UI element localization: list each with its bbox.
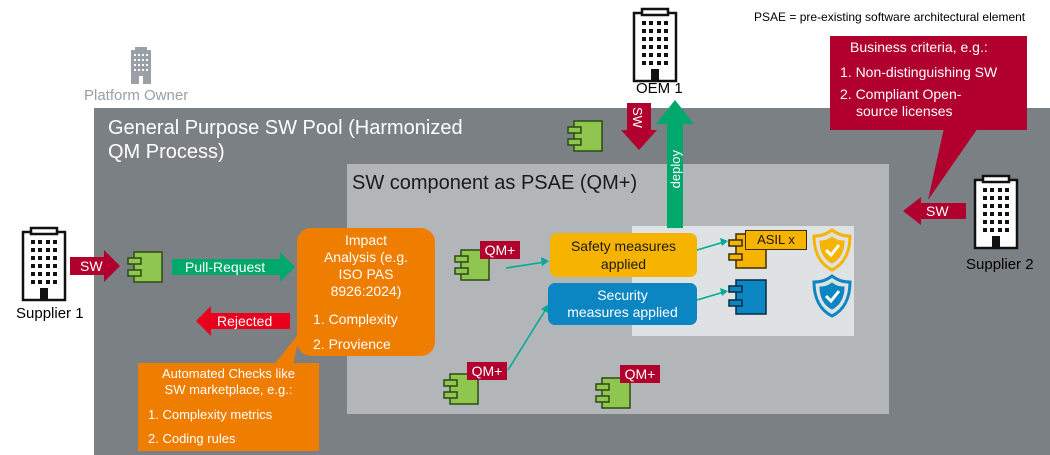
- impact-line2: Analysis (e.g.: [323, 249, 409, 265]
- business-item-2b: source licenses: [856, 103, 953, 119]
- impact-line3: ISO PAS: [338, 266, 394, 282]
- security-line2: measures applied: [567, 304, 678, 320]
- sw-oem-arrow: [621, 103, 657, 150]
- safety-line2: applied: [600, 256, 647, 272]
- auto-item-2: 2. Coding rules: [148, 431, 236, 446]
- automated-checks-box: Automated Checks like SW marketplace, e.…: [138, 363, 319, 451]
- pull-request-label: Pull-Request: [185, 259, 266, 275]
- legend-text: PSAE = pre-existing software architectur…: [754, 10, 1026, 24]
- impact-line4: 8926:2024): [330, 283, 402, 299]
- security-line1: Security: [597, 287, 648, 303]
- security-measures-box: Security measures applied: [548, 283, 697, 325]
- rejected-arrow: [196, 306, 290, 336]
- auto-item-1: 1. Complexity metrics: [148, 407, 273, 422]
- sw-supplier2-label: SW: [926, 203, 949, 219]
- platform-owner-label: Platform Owner: [84, 87, 189, 104]
- supplier-component-icon: [127, 251, 163, 283]
- impact-line1: Impact: [344, 232, 387, 248]
- security-component-icon: [728, 279, 767, 315]
- auto-line2: SW marketplace, e.g.:: [164, 382, 293, 397]
- business-item-2a: 2. Compliant Open-: [840, 86, 962, 102]
- supplier1-building-icon: [21, 226, 67, 302]
- supplier2-building-icon: [973, 174, 1019, 250]
- qm-tag-2: QM+: [467, 362, 507, 380]
- safety-measures-box: Safety measures applied: [550, 233, 697, 277]
- psae-title: SW component as PSAE (QM+): [352, 172, 638, 194]
- supplier2-label: Supplier 2: [966, 256, 1034, 273]
- sw-in-label: SW: [80, 258, 103, 274]
- qm-tag-3: QM+: [620, 365, 660, 383]
- oem-component-icon: [567, 120, 603, 152]
- safety-line1: Safety measures: [570, 238, 677, 254]
- auto-line1: Automated Checks like: [162, 366, 295, 381]
- pool-title-line1: General Purpose SW Pool (Harmonized: [108, 117, 463, 139]
- business-item-1: 1. Non-distinguishing SW: [840, 64, 998, 80]
- impact-item-2: 2. Provience: [313, 336, 391, 352]
- pull-request-arrow: [172, 252, 295, 282]
- impact-analysis-box: Impact Analysis (e.g. ISO PAS 8926:2024)…: [297, 228, 435, 356]
- pool-title-line2: QM Process): [108, 141, 225, 163]
- sw-supplier2-arrow: [903, 197, 966, 225]
- platform-owner-building-icon: [131, 47, 151, 84]
- qm-tag-1: QM+: [480, 241, 520, 259]
- deploy-arrow: [656, 100, 694, 228]
- deploy-label: deploy: [668, 150, 683, 189]
- business-criteria-box: Business criteria, e.g.: 1. Non-distingu…: [830, 36, 1027, 130]
- supplier1-label: Supplier 1: [16, 305, 84, 322]
- sw-oem-label: SW: [630, 107, 645, 128]
- security-shield-icon: [812, 274, 852, 318]
- impact-item-1: 1. Complexity: [313, 311, 398, 327]
- oem-building-icon: [632, 7, 678, 83]
- oem-label: OEM 1: [636, 80, 683, 97]
- business-title: Business criteria, e.g.:: [850, 39, 988, 55]
- sw-in-arrow: [70, 250, 120, 282]
- business-callout-pointer: [928, 128, 978, 200]
- asil-label: ASIL x: [745, 230, 807, 250]
- safety-shield-icon: [812, 228, 852, 272]
- rejected-label: Rejected: [217, 313, 273, 329]
